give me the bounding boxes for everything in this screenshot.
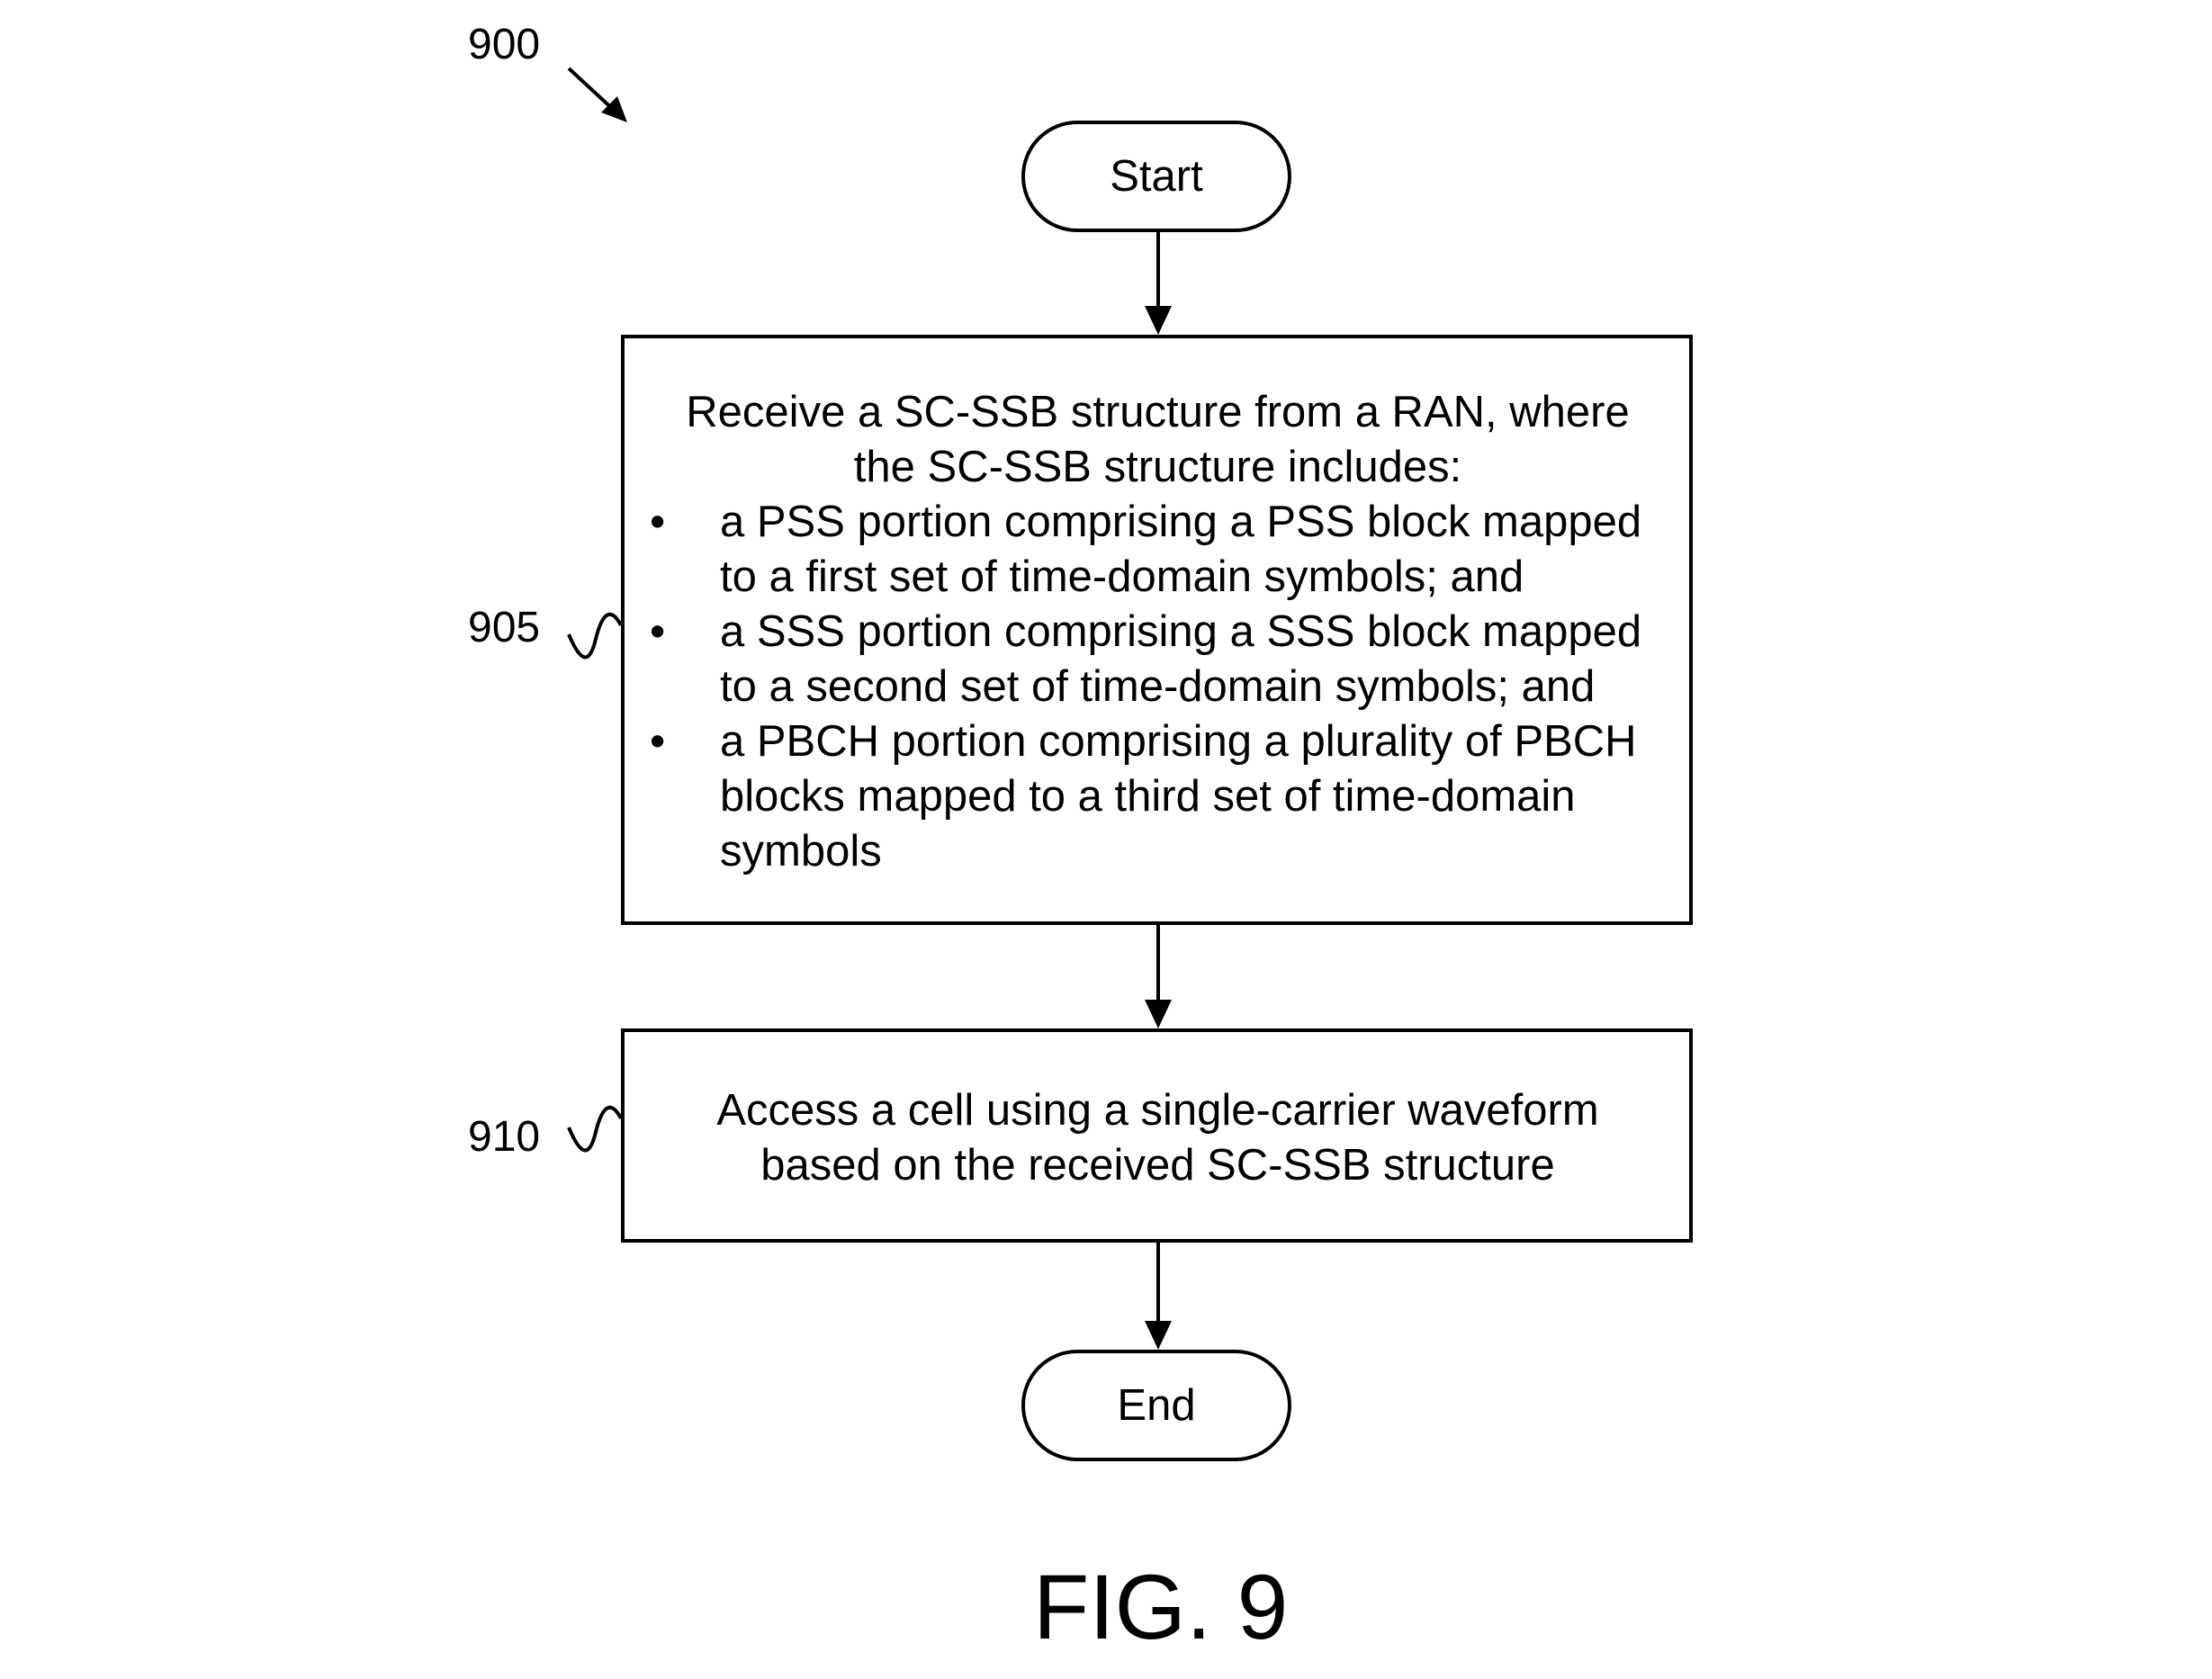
start-terminal: Start	[1021, 121, 1291, 232]
step-910-reference: 910	[468, 1113, 541, 1161]
figure-reference-number: 900	[468, 21, 541, 68]
end-terminal: End	[1021, 1350, 1291, 1461]
arrow-step-905-to-step-910	[1145, 925, 1172, 1028]
figure-caption: FIG. 9	[1033, 1556, 1289, 1658]
bullet-text: a SSS portion comprising a SSS block map…	[720, 607, 1642, 711]
figure-pointer-arrow	[567, 67, 627, 122]
step-905-box: Receive a SC-SSB structure from a RAN, w…	[621, 335, 1693, 925]
start-label: Start	[1110, 152, 1203, 201]
bullet-marker: •	[650, 498, 666, 546]
bullet-marker: •	[650, 717, 666, 766]
step-905-bullet-list: • a PSS portion comprising a PSS block m…	[650, 495, 1667, 879]
step-905-intro: Receive a SC-SSB structure from a RAN, w…	[686, 388, 1630, 491]
step-910-box: Access a cell using a single-carrier wav…	[621, 1028, 1693, 1243]
bullet-text: a PBCH portion comprising a plurality of…	[720, 717, 1637, 875]
leader-squiggle-905	[567, 612, 623, 660]
arrow-step-910-to-end	[1145, 1243, 1172, 1350]
bullet-marker: •	[650, 607, 666, 656]
step-905-reference: 905	[468, 604, 541, 651]
end-label: End	[1117, 1381, 1196, 1430]
step-905-bullet-pss: • a PSS portion comprising a PSS block m…	[650, 495, 1667, 605]
bullet-text: a PSS portion comprising a PSS block map…	[720, 498, 1642, 601]
leader-squiggle-910	[567, 1105, 623, 1153]
step-905-bullet-pbch: • a PBCH portion comprising a plurality …	[650, 714, 1667, 879]
step-910-text: Access a cell using a single-carrier wav…	[716, 1086, 1599, 1190]
step-905-bullet-sss: • a SSS portion comprising a SSS block m…	[650, 605, 1667, 714]
arrow-start-to-step-905	[1145, 232, 1172, 335]
